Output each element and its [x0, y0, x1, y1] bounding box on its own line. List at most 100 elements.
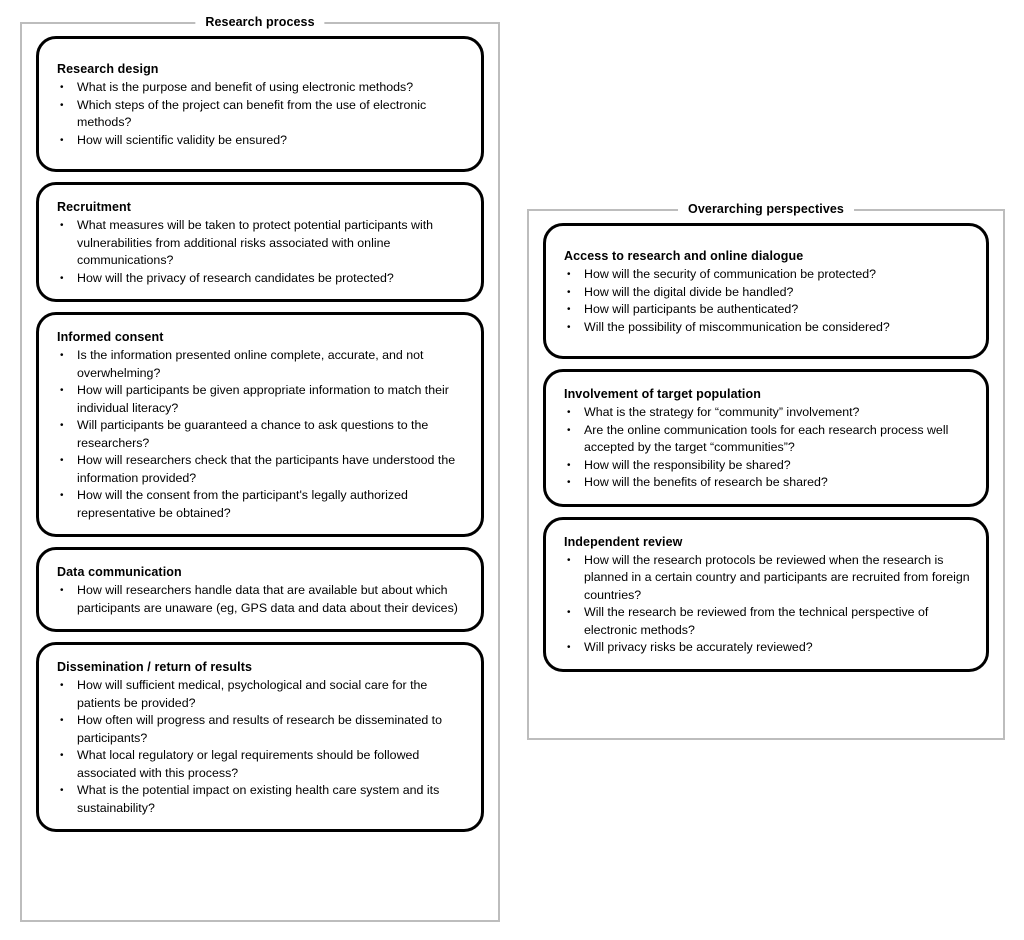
question-item: • How will scientific validity be ensured… [57, 132, 467, 150]
panel-title-overarching-perspectives: Overarching perspectives [678, 202, 854, 216]
question-text: How will scientific validity be ensured? [77, 132, 288, 147]
question-text: Will privacy risks be accurately reviewe… [584, 640, 813, 654]
bullet-icon: • [567, 554, 571, 566]
card-title-independent-review: Independent review [564, 534, 683, 549]
card-recruitment: Recruitment • What measures will be taken … [36, 182, 484, 302]
bullet-icon: • [60, 680, 64, 691]
bullet-icon: • [567, 607, 571, 618]
bullet-icon: • [60, 585, 64, 596]
card-involvement-of-target-population: Involvement of target population • What is… [543, 369, 989, 507]
question-item: • How will the benefits of research be sh… [564, 474, 972, 492]
bullet-icon: • [60, 350, 64, 361]
question-item: • Which steps of the project can benefit … [57, 97, 467, 132]
question-text: What measures will be taken to protect p… [77, 218, 434, 267]
question-item: • How will the digital divide be handled? [564, 284, 972, 302]
card-access-to-research-and-online-dialogue: Access to research and online dialogue • H… [543, 223, 989, 359]
card-data-communication: Data communication • How will researchers … [36, 547, 484, 632]
question-item: • What measures will be taken to protect … [57, 217, 467, 270]
bullet-icon: • [60, 785, 64, 796]
question-item: • How will the responsibility be shared? [564, 457, 972, 475]
question-item: • What is the purpose and benefit of usin… [57, 79, 467, 97]
question-text: What is the purpose and benefit of using… [77, 80, 414, 94]
question-text: How will participants be given appropria… [77, 383, 449, 415]
bullet-icon: • [60, 490, 64, 501]
question-item: • What is the strategy for “community” in… [564, 404, 972, 422]
question-list-dissemination-return-of-results: • How will sufficient medical, psychologi… [57, 677, 467, 817]
card-list-research-process: Research design • What is the purpose and … [36, 36, 484, 832]
bullet-icon: • [60, 99, 64, 111]
bullet-icon: • [60, 455, 64, 466]
question-text: How will the benefits of research be sha… [584, 475, 828, 489]
question-text: How will the digital divide be handled? [584, 284, 794, 299]
question-item: • How will researchers check that the par… [57, 452, 467, 487]
question-list-access-to-research-and-online-dialogue: • How will the security of communication … [564, 266, 972, 336]
question-item: • How will the research protocols be revi… [564, 552, 972, 605]
panel-research-process: Research process Research design • What is… [20, 15, 500, 922]
question-text: How will the research protocols be revie… [584, 552, 970, 602]
question-item: • What local regulatory or legal requirem… [57, 747, 467, 782]
question-text: How will the consent from the participan… [77, 488, 408, 520]
question-text: Are the online communication tools for e… [584, 422, 949, 455]
question-text: What local regulatory or legal requireme… [77, 748, 420, 780]
bullet-icon: • [567, 459, 571, 471]
bullet-icon: • [567, 477, 571, 488]
question-text: How will sufficient medical, psychologic… [77, 678, 428, 710]
card-title-recruitment: Recruitment [57, 200, 132, 214]
question-text: Will the possibility of miscommunication… [584, 319, 890, 334]
card-title-dissemination-return-of-results: Dissemination / return of results [57, 660, 253, 674]
bullet-icon: • [60, 420, 64, 431]
card-research-design: Research design • What is the purpose and … [36, 36, 484, 172]
question-item: • Will participants be guaranteed a chanc… [57, 417, 467, 452]
question-item: • How will sufficient medical, psychologi… [57, 677, 467, 712]
question-list-involvement-of-target-population: • What is the strategy for “community” in… [564, 404, 972, 492]
question-item: • Are the online communication tools for … [564, 422, 972, 457]
card-title-involvement-of-target-population: Involvement of target population [564, 387, 761, 401]
bullet-icon: • [567, 407, 571, 418]
question-item: • How will the security of communication … [564, 266, 972, 284]
question-item: • How will the privacy of research candid… [57, 270, 467, 288]
card-title-access-to-research-and-online-dialogue: Access to research and online dialogue [564, 249, 804, 263]
question-text: How will the responsibility be shared? [584, 457, 791, 472]
bullet-icon: • [567, 269, 571, 280]
question-text: Will participants be guaranteed a chance… [77, 418, 429, 450]
question-item: •How often will progress and results of … [57, 712, 467, 747]
question-list-independent-review: • How will the research protocols be revi… [564, 552, 972, 657]
bullet-icon: • [60, 220, 64, 231]
bullet-icon: • [567, 424, 571, 436]
bullet-icon: • [60, 385, 64, 396]
bullet-icon: • [567, 286, 571, 298]
question-text: What is the strategy for “community” inv… [584, 405, 860, 419]
question-item: • Is the information presented online com… [57, 347, 467, 382]
bullet-icon: • [60, 750, 64, 761]
question-item: • How will researchers handle data that a… [57, 582, 467, 617]
question-text: Which steps of the project can benefit f… [77, 97, 427, 130]
bullet-icon: • [567, 321, 571, 333]
question-text: How will the privacy of research candida… [77, 270, 394, 285]
question-text: How will researchers handle data that ar… [77, 583, 458, 615]
question-text: How will researchers check that the part… [77, 453, 456, 485]
question-list-informed-consent: • Is the information presented online com… [57, 347, 467, 522]
question-list-research-design: • What is the purpose and benefit of usin… [57, 79, 467, 149]
question-text: How will participants be authenticated? [584, 302, 799, 316]
question-item: • What is the potential impact on existin… [57, 782, 467, 817]
question-item: • How will participants be given appropri… [57, 382, 467, 417]
card-title-data-communication: Data communication [57, 565, 182, 579]
panel-overarching-perspectives: Overarching perspectives Access to resea… [527, 202, 1005, 740]
bullet-icon: • [567, 642, 571, 653]
bullet-icon: • [60, 134, 64, 146]
panel-title-research-process: Research process [195, 15, 325, 29]
card-title-informed-consent: Informed consent [57, 330, 164, 344]
bullet-icon: • [567, 304, 571, 315]
question-item: • Will privacy risks be accurately review… [564, 639, 972, 657]
card-independent-review: Independent review • How will the research… [543, 516, 989, 672]
question-item: • How will participants be authenticated? [564, 301, 972, 319]
bullet-icon: • [60, 272, 64, 284]
question-text: How will the security of communication b… [584, 267, 877, 281]
question-text: What is the potential impact on existing… [77, 783, 440, 815]
question-list-recruitment: • What measures will be taken to protect … [57, 217, 467, 287]
question-text: Is the information presented online comp… [77, 348, 424, 380]
question-item: • How will the consent from the participa… [57, 487, 467, 522]
bullet-icon: • [60, 82, 64, 93]
question-item: • Will the possibility of miscommunicatio… [564, 319, 972, 337]
card-title-research-design: Research design [57, 62, 159, 76]
